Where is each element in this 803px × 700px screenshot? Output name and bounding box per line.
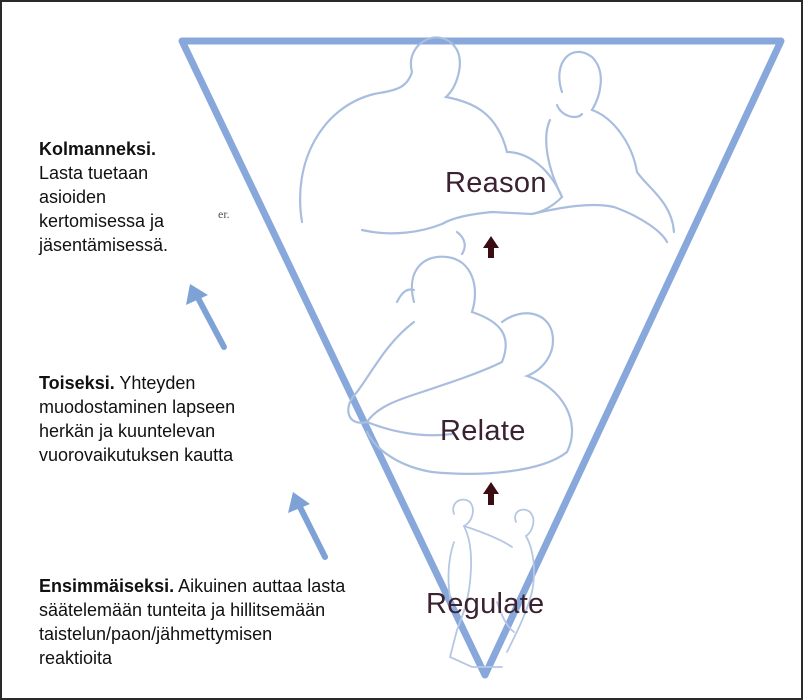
regulate-figures [448, 500, 534, 667]
note-first-line: reaktioita [39, 646, 409, 670]
note-third: Kolmanneksi. Lasta tuetaan asioiden kert… [39, 137, 239, 257]
note-first-line: taistelun/paon/jähmettymisen [39, 622, 409, 646]
note-third-line: Lasta tuetaan [39, 161, 239, 185]
note-first-line: säätelemään tunteita ja hillitsemään [39, 598, 409, 622]
note-third-heading: Kolmanneksi. [39, 139, 156, 159]
stage-label-regulate: Regulate [426, 588, 545, 621]
side-arrow-upper [186, 284, 224, 347]
note-third-line: kertomisessa ja [39, 209, 239, 233]
note-second-line: herkän ja kuuntelevan [39, 419, 299, 443]
side-arrow-lower [288, 492, 325, 557]
stage-label-relate: Relate [440, 415, 526, 448]
note-second-first-line: Yhteyden [115, 373, 196, 393]
stage-label-reason: Reason [445, 167, 547, 200]
note-second: Toiseksi. Yhteyden muodostaminen lapseen… [39, 371, 299, 467]
note-second-line: muodostaminen lapseen [39, 395, 299, 419]
up-arrow-top [483, 236, 499, 258]
note-first-heading: Ensimmäiseksi. [39, 576, 174, 596]
note-first: Ensimmäiseksi. Aikuinen auttaa lasta sää… [39, 574, 409, 670]
note-third-line: asioiden [39, 185, 239, 209]
note-second-heading: Toiseksi. [39, 373, 115, 393]
note-first-first-line: Aikuinen auttaa lasta [174, 576, 345, 596]
up-arrow-bottom [483, 482, 499, 505]
note-third-line: jäsentämisessä. [39, 233, 239, 257]
reason-figures [300, 37, 674, 254]
note-second-line: vuorovaikutuksen kautta [39, 443, 299, 467]
